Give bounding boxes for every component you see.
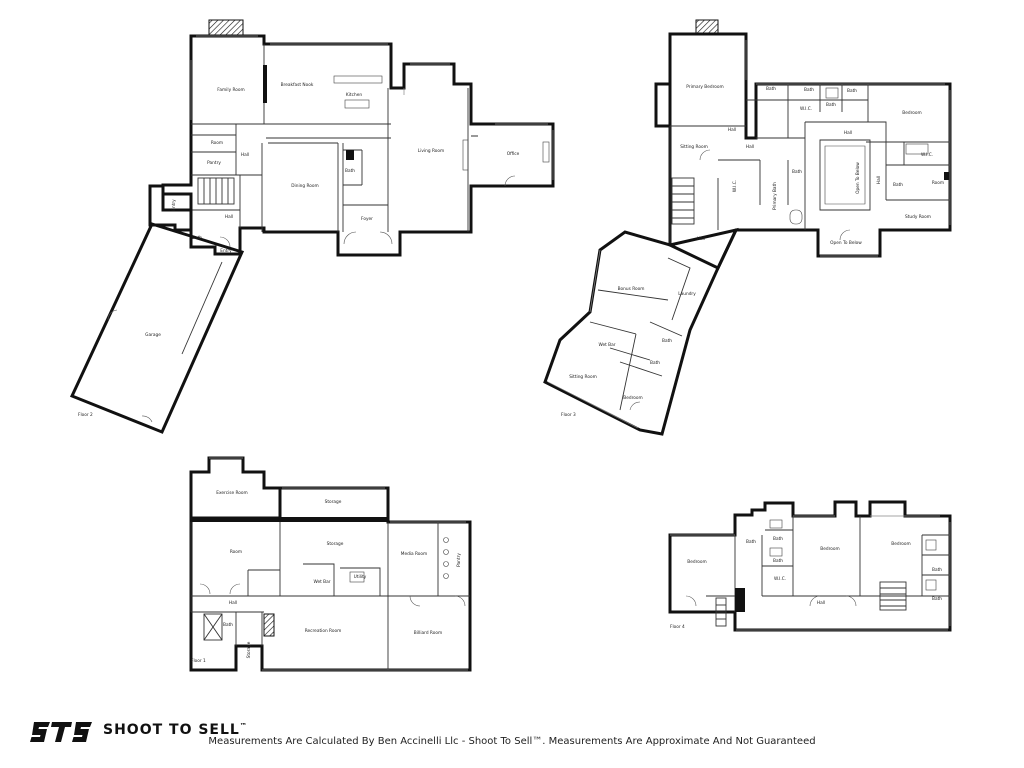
floor-1-plan: Exercise Room Storage Room Storage Media… [189,456,472,672]
room-label: Entry [171,199,177,211]
stairs-icon [671,177,695,225]
room-label: Storage [325,499,342,505]
room-label: Bath [847,88,857,94]
room-label: Family Room [217,87,244,93]
room-label: Entry [220,248,232,254]
room-label: Media Room [401,551,428,557]
room-label: Study Room [905,214,931,220]
room-label: Garage [145,332,161,338]
room-label: Pantry [456,553,462,567]
brand-name-text: SHOOT TO SELL [103,722,240,738]
room-label: Wet Bar [313,579,330,585]
room-label: Bath [773,558,783,564]
room-label: Office [507,151,520,157]
room-label: Exercise Room [216,490,247,496]
room-label: Kitchen [346,92,362,98]
floor-label: Floor 4 [670,624,685,630]
trademark-symbol: ™ [239,722,248,730]
room-label: Hall [225,214,233,220]
sts-logo [30,722,92,742]
stairs-icon [879,581,907,611]
room-label: Living Room [418,148,444,154]
room-label: Room [230,549,242,555]
room-label: Bath [792,169,802,175]
garage-outline [69,222,245,434]
room-label: Bedroom [820,546,839,552]
room-label: Hall [241,152,249,158]
room-label: Bedroom [687,559,706,565]
room-label: Bedroom [623,395,642,401]
room-label: Bath [345,168,355,174]
room-label: Hall [876,176,882,184]
room-label: Open To Below [855,162,861,194]
room-label: Hall [697,236,705,242]
room-label: Bath [893,182,903,188]
room-label: Bath [773,536,783,542]
floor-label: Floor 2 [78,412,93,418]
room-label: Bath [192,235,202,241]
room-label: Utility [354,574,367,580]
room-label: W.I.C. [732,180,738,192]
room-label: Hall [728,127,736,133]
room-label: W.I.C. [800,106,812,112]
room-label: Sitting Room [680,144,708,150]
measurement-disclaimer: Measurements Are Calculated By Ben Accin… [208,736,816,747]
room-label: Sitting Room [569,374,597,380]
room-label: Open To Below [830,240,862,246]
room-label: Bath [223,622,233,628]
room-label: Primary Bath [772,182,778,210]
stairs-icon [203,613,223,641]
room-label: Dining Room [291,183,318,189]
floor-4-plan: Bedroom Bath Bath Bath W.I.C. Bedroom Be… [668,500,952,632]
floor-2-plan: Family Room Breakfast Nook Kitchen Room … [69,19,555,434]
room-label: Bath [826,102,836,108]
room-label: Bedroom [891,541,910,547]
room-label: Bath [932,567,942,573]
stairs-icon [197,177,235,205]
chimney-icon [208,19,244,37]
room-label: Hall [746,144,754,150]
room-label: Pantry [207,160,221,166]
room-label: Billiard Room [414,630,442,636]
room-label: Wet Bar [598,342,615,348]
footer: SHOOT TO SELL™ Measurements Are Calculat… [0,712,1024,768]
room-label: Hall [844,130,852,136]
room-label: Room [211,140,223,146]
room-label: Bath [662,338,672,344]
room-label: Bath [746,539,756,545]
room-label: Hall [229,600,237,606]
room-label: Laundry [678,291,696,297]
room-label: W.I.C. [921,152,933,158]
floor-label: Floor 1 [191,658,206,664]
room-label: Storage [246,641,252,658]
room-label: Bath [650,360,660,366]
room-label: Bedroom [902,110,921,116]
room-label: Storage [327,541,344,547]
room-label: Breakfast Nook [281,82,314,88]
room-label: W.I.C. [774,576,786,582]
room-label: Bath [932,596,942,602]
chimney-icon [695,19,719,35]
room-label: Primary Bedroom [686,84,723,90]
room-label: Foyer [361,216,373,222]
floor-label: Floor 3 [561,412,576,418]
room-label: Bath [804,87,814,93]
brand-name: SHOOT TO SELL™ [103,722,248,738]
floor-3-plan: Primary Bedroom Bath Bath W.I.C. Bath Ba… [543,19,952,436]
room-label: Recreation Room [305,628,342,634]
room-label: Bath [766,86,776,92]
room-label: Bonus Room [618,286,645,292]
room-label: Room [932,180,944,186]
room-label: Hall [817,600,825,606]
